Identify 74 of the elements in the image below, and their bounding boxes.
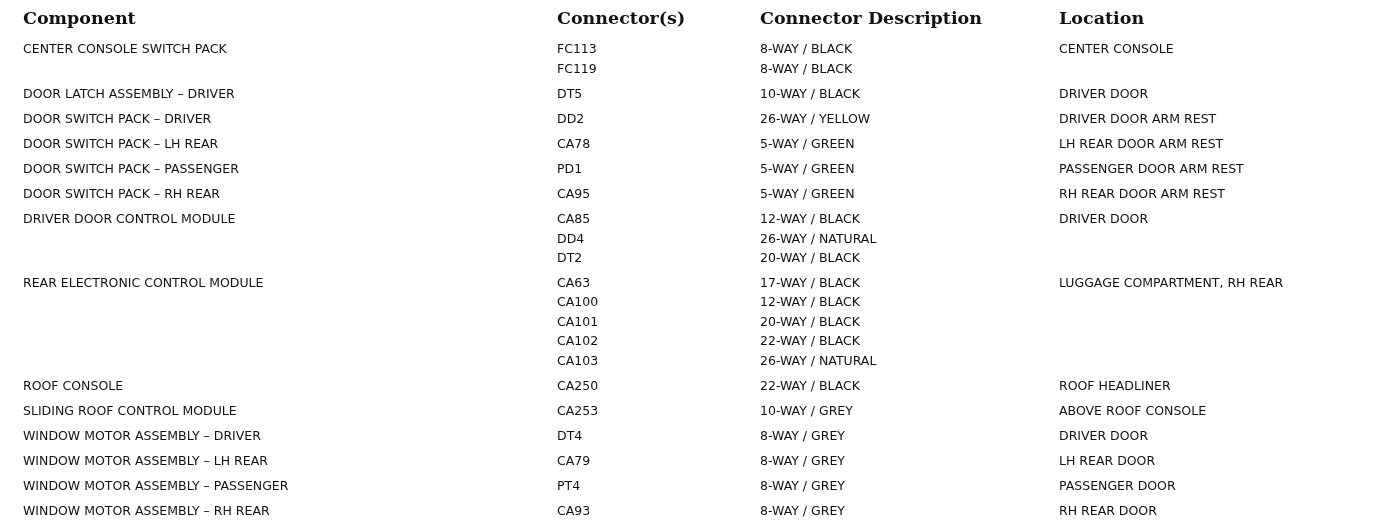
connector-code: DT2 — [557, 250, 583, 265]
component-name: DOOR SWITCH PACK – RH REAR — [23, 186, 220, 201]
connector-code: DD4 — [557, 231, 585, 246]
connector-code: FC119 — [557, 61, 597, 76]
location-text: RH REAR DOOR — [1059, 503, 1157, 518]
connector-description: 8-WAY / GREY — [760, 428, 845, 443]
connector-code: CA95 — [557, 186, 591, 201]
column-heading: Location — [1059, 8, 1145, 28]
connector-description: 10-WAY / GREY — [760, 403, 853, 418]
column-heading: Component — [23, 8, 136, 28]
connector-description: 8-WAY / GREY — [760, 478, 845, 493]
location-text: LUGGAGE COMPARTMENT, RH REAR — [1059, 275, 1284, 290]
location-text: CENTER CONSOLE — [1059, 41, 1174, 56]
column-heading: Connector(s) — [557, 8, 686, 28]
connector-description: 22-WAY / BLACK — [760, 378, 861, 393]
location-text: ABOVE ROOF CONSOLE — [1059, 403, 1207, 418]
connector-description: 10-WAY / BLACK — [760, 86, 861, 101]
connector-code: CA102 — [557, 333, 599, 348]
component-name: CENTER CONSOLE SWITCH PACK — [23, 41, 227, 56]
component-name: SLIDING ROOF CONTROL MODULE — [23, 403, 237, 418]
connector-description: 12-WAY / BLACK — [760, 211, 861, 226]
component-name: DOOR SWITCH PACK – DRIVER — [23, 111, 212, 126]
location-text: DRIVER DOOR ARM REST — [1059, 111, 1217, 126]
connector-description: 22-WAY / BLACK — [760, 333, 861, 348]
connector-description: 26-WAY / YELLOW — [760, 111, 871, 126]
connector-code: CA78 — [557, 136, 591, 151]
connector-code: CA250 — [557, 378, 599, 393]
component-name: ROOF CONSOLE — [23, 378, 124, 393]
component-name: WINDOW MOTOR ASSEMBLY – RH REAR — [23, 503, 270, 518]
connector-code: CA101 — [557, 314, 599, 329]
location-text: ROOF HEADLINER — [1059, 378, 1171, 393]
connector-description: 5-WAY / GREEN — [760, 136, 855, 151]
connector-description: 8-WAY / GREY — [760, 453, 845, 468]
connector-description: 8-WAY / BLACK — [760, 41, 853, 56]
connector-code: PD1 — [557, 161, 583, 176]
component-name: DRIVER DOOR CONTROL MODULE — [23, 211, 236, 226]
connector-code: DT4 — [557, 428, 583, 443]
connector-description: 5-WAY / GREEN — [760, 161, 855, 176]
location-text: DRIVER DOOR — [1059, 86, 1149, 101]
connector-description: 17-WAY / BLACK — [760, 275, 861, 290]
connector-code: CA79 — [557, 453, 591, 468]
connector-code: CA103 — [557, 353, 599, 368]
connector-description: 20-WAY / BLACK — [760, 314, 861, 329]
component-name: DOOR LATCH ASSEMBLY – DRIVER — [23, 86, 235, 101]
component-name: DOOR SWITCH PACK – LH REAR — [23, 136, 219, 151]
location-text: DRIVER DOOR — [1059, 211, 1149, 226]
component-name: WINDOW MOTOR ASSEMBLY – LH REAR — [23, 453, 268, 468]
connector-description: 26-WAY / NATURAL — [760, 353, 877, 368]
connector-description: 12-WAY / BLACK — [760, 294, 861, 309]
connector-code: CA93 — [557, 503, 591, 518]
location-text: LH REAR DOOR — [1059, 453, 1156, 468]
component-name: WINDOW MOTOR ASSEMBLY – DRIVER — [23, 428, 261, 443]
column-heading: Connector Description — [760, 8, 982, 28]
connector-code: CA100 — [557, 294, 599, 309]
connector-code: PT4 — [557, 478, 581, 493]
location-text: RH REAR DOOR ARM REST — [1059, 186, 1225, 201]
connector-code: FC113 — [557, 41, 597, 56]
location-text: LH REAR DOOR ARM REST — [1059, 136, 1224, 151]
connector-description: 20-WAY / BLACK — [760, 250, 861, 265]
component-name: REAR ELECTRONIC CONTROL MODULE — [23, 275, 264, 290]
location-text: DRIVER DOOR — [1059, 428, 1149, 443]
connector-code: CA253 — [557, 403, 599, 418]
connector-code: CA63 — [557, 275, 591, 290]
connector-code: CA85 — [557, 211, 591, 226]
connector-code: DD2 — [557, 111, 585, 126]
component-name: DOOR SWITCH PACK – PASSENGER — [23, 161, 239, 176]
location-text: PASSENGER DOOR — [1059, 478, 1176, 493]
location-text: PASSENGER DOOR ARM REST — [1059, 161, 1244, 176]
connector-code: DT5 — [557, 86, 583, 101]
connector-description: 5-WAY / GREEN — [760, 186, 855, 201]
connector-description: 8-WAY / GREY — [760, 503, 845, 518]
connector-description: 26-WAY / NATURAL — [760, 231, 877, 246]
connector-description: 8-WAY / BLACK — [760, 61, 853, 76]
component-name: WINDOW MOTOR ASSEMBLY – PASSENGER — [23, 478, 289, 493]
